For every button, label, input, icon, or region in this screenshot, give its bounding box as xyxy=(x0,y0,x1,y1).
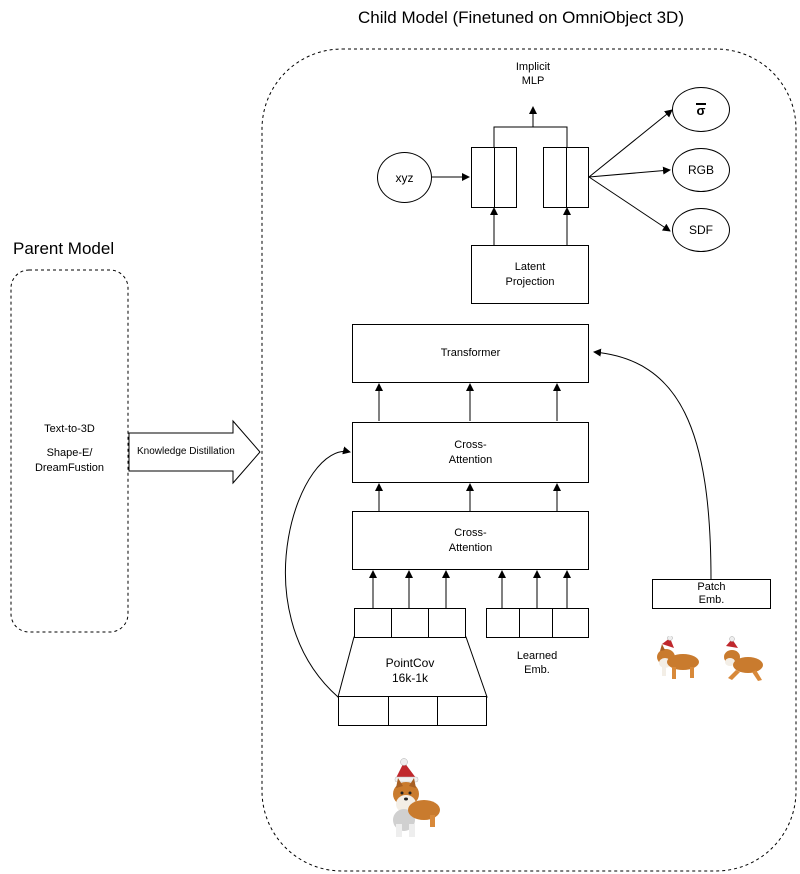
learned-emb-label: Learned Emb. xyxy=(507,649,567,677)
patch-emb-box: Patch Emb. xyxy=(652,579,771,609)
latent-projection-line-1: Latent xyxy=(514,260,546,273)
parent-model-text: Text-to-3D Shape-E/ DreamFustion xyxy=(11,422,128,476)
latent-projection-box: Latent Projection xyxy=(471,245,589,304)
learned-emb-line-1: Learned xyxy=(516,650,558,662)
cross-attention-top-line-1: Cross- xyxy=(454,438,487,451)
parent-model-title: Parent Model xyxy=(13,239,115,258)
child-model-title: Child Model (Finetuned on OmniObject 3D) xyxy=(358,8,684,27)
parent-line-2: Shape-E/ xyxy=(46,447,93,459)
corgi-image-right xyxy=(724,636,763,681)
pointconv-input-cell xyxy=(388,696,438,726)
implicit-mlp-line-1: Implicit xyxy=(515,61,551,73)
learned-emb-line-2: Emb. xyxy=(524,664,550,676)
pointconv-line-2: 16k-1k xyxy=(391,671,429,685)
cross-attention-bottom-line-2: Attention xyxy=(448,541,493,554)
transformer-box: Transformer xyxy=(352,324,589,383)
pointconv-input-cell xyxy=(437,696,487,726)
cross-attention-top-line-2: Attention xyxy=(448,453,493,466)
pointconv-label: PointCov 16k-1k xyxy=(362,656,458,686)
cross-attention-bottom-line-1: Cross- xyxy=(454,526,487,539)
mlp-cell xyxy=(543,147,567,208)
pointconv-token-cell xyxy=(354,608,392,638)
cross-attention-top-box: Cross- Attention xyxy=(352,422,589,483)
latent-projection-line-2: Projection xyxy=(505,275,555,288)
child-model-container xyxy=(261,48,797,872)
xyz-node: xyz xyxy=(377,152,432,203)
implicit-mlp-label: Implicit MLP xyxy=(503,60,563,88)
learned-emb-cell xyxy=(552,608,589,638)
parent-line-1: Text-to-3D xyxy=(44,423,95,435)
knowledge-distillation-label: Knowledge Distillation xyxy=(137,446,235,457)
mlp-cell xyxy=(471,147,495,208)
patch-emb-line-2: Emb. xyxy=(698,594,725,606)
cross-attention-bottom-box: Cross- Attention xyxy=(352,511,589,570)
knowledge-distillation-arrow xyxy=(128,419,261,485)
pointconv-token-cell xyxy=(428,608,466,638)
mlp-cell xyxy=(494,147,517,208)
corgi-image-main xyxy=(393,758,440,837)
sdf-output-node: SDF xyxy=(672,208,730,252)
sigma-symbol: σ xyxy=(695,102,707,118)
parent-line-3: DreamFustion xyxy=(34,462,105,474)
rgb-output-node: RGB xyxy=(672,148,730,192)
implicit-mlp-line-2: MLP xyxy=(521,75,545,87)
pointconv-token-cell xyxy=(391,608,429,638)
parent-model-container xyxy=(10,269,129,633)
pointconv-input-cell xyxy=(338,696,389,726)
mlp-cell xyxy=(566,147,589,208)
pointconv-line-1: PointCov xyxy=(385,656,435,670)
sigma-output-node: σ xyxy=(672,87,730,132)
corgi-image-left xyxy=(657,636,699,679)
learned-emb-cell xyxy=(486,608,520,638)
patch-emb-line-1: Patch xyxy=(697,581,726,593)
learned-emb-cell xyxy=(519,608,553,638)
